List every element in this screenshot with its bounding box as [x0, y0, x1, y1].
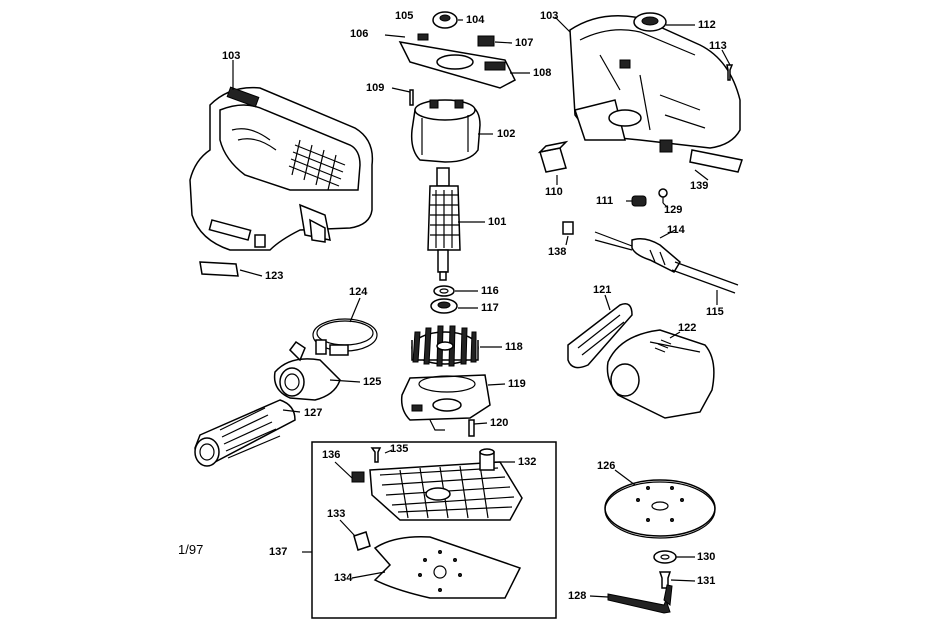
- screw-129: [658, 188, 668, 203]
- label-132: 132: [518, 456, 537, 468]
- label-122: 122: [678, 322, 697, 334]
- label-134: 134: [334, 572, 353, 584]
- label-138: 138: [548, 246, 567, 258]
- right-housing: [569, 15, 741, 153]
- label-103-right: 103: [540, 10, 559, 22]
- label-120: 120: [490, 417, 509, 429]
- screw-120: [468, 419, 475, 437]
- label-123: 123: [265, 270, 284, 282]
- bushing-132: [479, 448, 495, 471]
- label-109: 109: [366, 82, 385, 94]
- pad-136: [351, 461, 523, 521]
- label-121: 121: [593, 284, 612, 296]
- bushing-138: [562, 221, 574, 235]
- label-117: 117: [481, 302, 499, 314]
- label-102: 102: [497, 128, 516, 140]
- label-112: 112: [698, 19, 716, 31]
- field-assembly: [410, 99, 481, 163]
- capacitor-110: [537, 140, 569, 173]
- switch-button: [477, 35, 495, 47]
- washer-116: [433, 285, 455, 297]
- switch-plate: [398, 41, 516, 89]
- label-113: 113: [709, 40, 727, 52]
- fan-118: [411, 325, 479, 367]
- label-124: 124: [349, 286, 368, 298]
- label-101: 101: [488, 216, 507, 228]
- label-106: 106: [350, 28, 369, 40]
- label-105: 105: [395, 10, 414, 22]
- filter-121: [567, 303, 633, 369]
- label-116: 116: [481, 285, 499, 297]
- label-136: 136: [322, 449, 341, 461]
- label-139: 139: [690, 180, 709, 192]
- label-131: 131: [697, 575, 716, 587]
- side-grip: [194, 399, 296, 467]
- dust-canister-122: [606, 329, 715, 419]
- clip-133: [353, 531, 371, 551]
- armature: [427, 167, 461, 281]
- leader-lines: [232, 16, 731, 598]
- label-111: 111: [596, 195, 614, 207]
- cord-114: [594, 231, 739, 294]
- left-housing: [189, 86, 374, 251]
- label-125: 125: [363, 376, 382, 388]
- label-103-left: 103: [222, 50, 241, 62]
- sanding-pad-126: [604, 479, 716, 539]
- side-handle-mount: [273, 340, 341, 401]
- sheet-134: [373, 535, 522, 599]
- label-115: 115: [706, 306, 724, 318]
- label-135: 135: [390, 443, 409, 455]
- revision-date: 1/97: [178, 542, 204, 557]
- label-108: 108: [533, 67, 552, 79]
- label-129: 129: [664, 204, 683, 216]
- bearing-housing: [400, 374, 491, 431]
- label-118: 118: [505, 341, 523, 353]
- label-126: 126: [597, 460, 616, 472]
- label-114: 114: [667, 224, 685, 236]
- spring: [417, 33, 429, 41]
- washer-130: [653, 550, 677, 564]
- screw-109: [409, 89, 414, 106]
- strap-clamp: [312, 318, 378, 356]
- label-127: 127: [304, 407, 323, 419]
- screw-135: [370, 447, 382, 463]
- label-104: 104: [466, 14, 485, 26]
- hex-key-128: [607, 584, 673, 614]
- label-130: 130: [697, 551, 716, 563]
- nameplate: [199, 261, 239, 277]
- label-107: 107: [515, 37, 534, 49]
- screw-113: [726, 64, 734, 81]
- label-110: 110: [545, 186, 563, 198]
- label-137: 137: [269, 546, 288, 558]
- label-139: [689, 149, 743, 173]
- label-119: 119: [508, 378, 526, 390]
- label-133: 133: [327, 508, 346, 520]
- label-128: 128: [568, 590, 587, 602]
- base-assembly-box: [311, 441, 557, 619]
- pad-112: [633, 12, 667, 32]
- spring-111: [631, 195, 647, 207]
- bearing-117: [430, 298, 458, 314]
- vent-grille: [288, 139, 346, 191]
